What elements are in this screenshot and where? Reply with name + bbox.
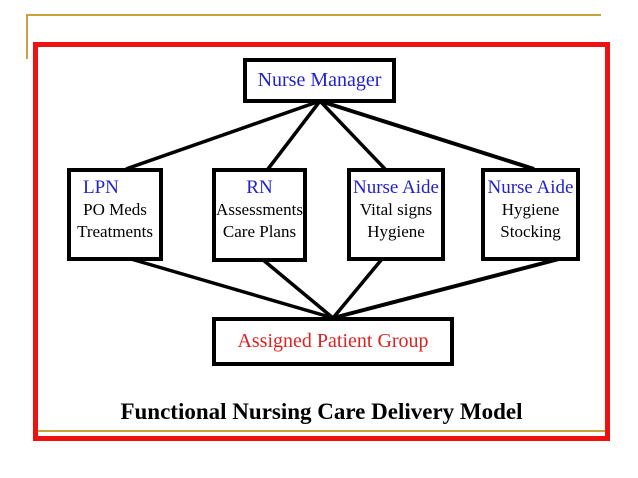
nurse-aide-1-title: Nurse Aide <box>352 177 439 198</box>
nurse-aide-2-duty-2: Stocking <box>500 222 561 241</box>
nurse-aide-2-title: Nurse Aide <box>487 177 574 198</box>
rn-title: RN <box>246 177 273 198</box>
lpn-title: LPN <box>83 177 119 198</box>
nurse-manager-label: Nurse Manager <box>257 69 382 91</box>
lpn-duty-1: PO Meds <box>83 200 147 219</box>
node-nurse-aide-1: Nurse Aide Vital signs Hygiene <box>347 168 445 261</box>
gold-accent-line-left <box>26 14 28 59</box>
node-rn: RN Assessments Care Plans <box>212 168 307 262</box>
lpn-duty-2: Treatments <box>77 222 153 241</box>
nurse-aide-2-duty-1: Hygiene <box>501 200 560 219</box>
nurse-aide-1-duty-1: Vital signs <box>359 200 433 219</box>
rn-duty-2: Care Plans <box>222 222 297 241</box>
rn-duty-1: Assessments <box>216 200 303 219</box>
slide-caption: Functional Nursing Care Delivery Model <box>120 399 523 424</box>
nurse-aide-1-duty-2: Hygiene <box>367 222 425 241</box>
gold-accent-line-bottom <box>38 430 605 432</box>
node-nurse-manager: Nurse Manager <box>243 58 396 103</box>
node-assigned-patient-group: Assigned Patient Group <box>212 317 454 366</box>
node-lpn: LPN PO Meds Treatments <box>67 168 163 261</box>
red-border-frame <box>33 42 610 441</box>
node-nurse-aide-2: Nurse Aide Hygiene Stocking <box>481 168 580 261</box>
assigned-patient-group-label: Assigned Patient Group <box>237 330 429 352</box>
gold-accent-line-top <box>26 14 601 16</box>
